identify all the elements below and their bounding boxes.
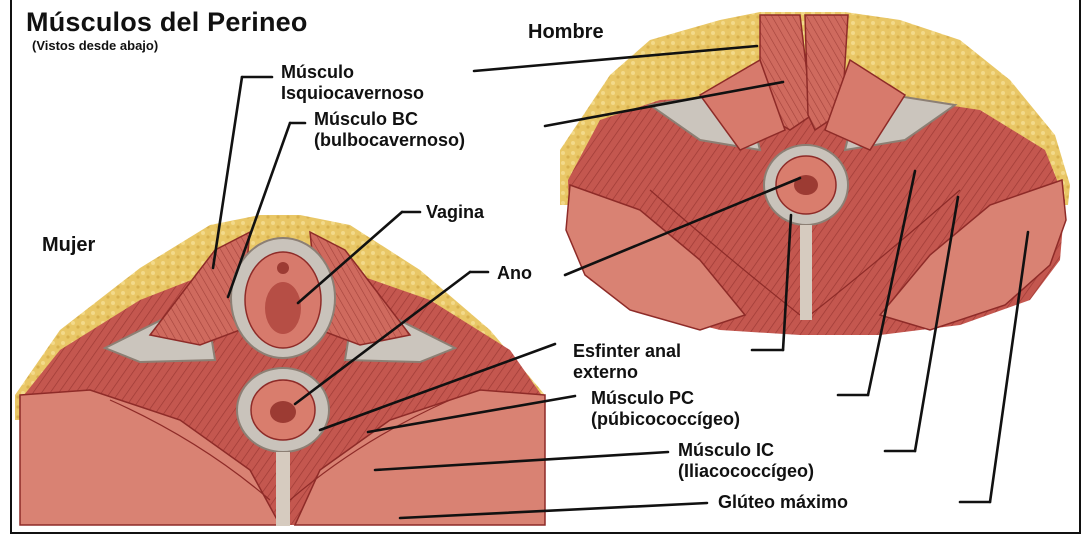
figure-border: [10, 0, 1081, 534]
